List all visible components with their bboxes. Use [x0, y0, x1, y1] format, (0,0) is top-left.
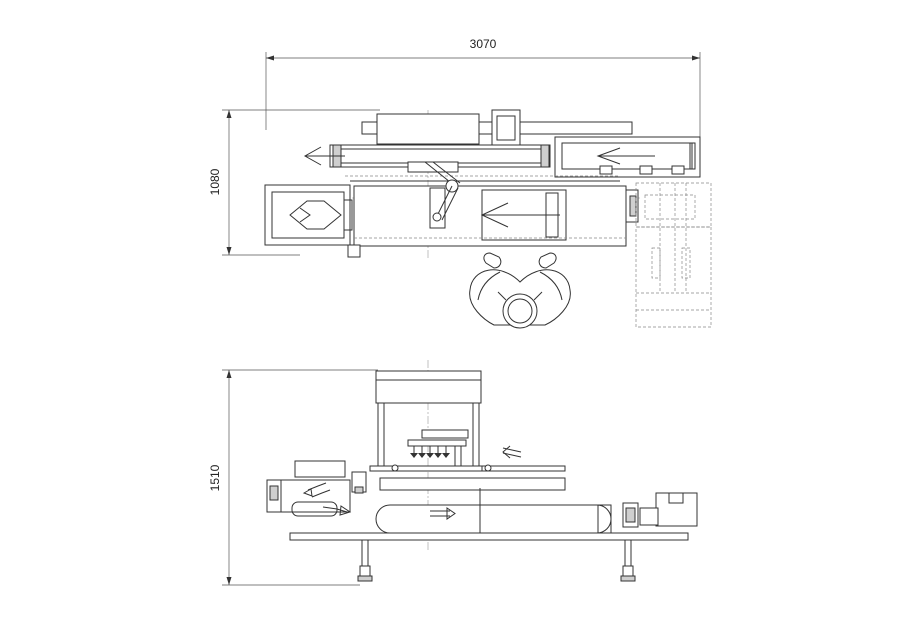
optional-module-outline	[635, 182, 712, 328]
machine-legs	[357, 540, 636, 582]
elevation-view	[266, 360, 698, 582]
dimension-overall-length: 3070	[265, 37, 701, 140]
dimension-plan-depth: 1080	[208, 109, 380, 256]
dimension-label-depth: 1080	[208, 168, 222, 195]
plan-view	[264, 109, 712, 329]
gripper-nozzles	[410, 446, 450, 458]
dimension-label-height: 1510	[208, 464, 222, 491]
dimension-elevation-height: 1510	[208, 369, 378, 586]
operator-figure	[469, 252, 571, 329]
dimension-label-length: 3070	[470, 37, 497, 51]
